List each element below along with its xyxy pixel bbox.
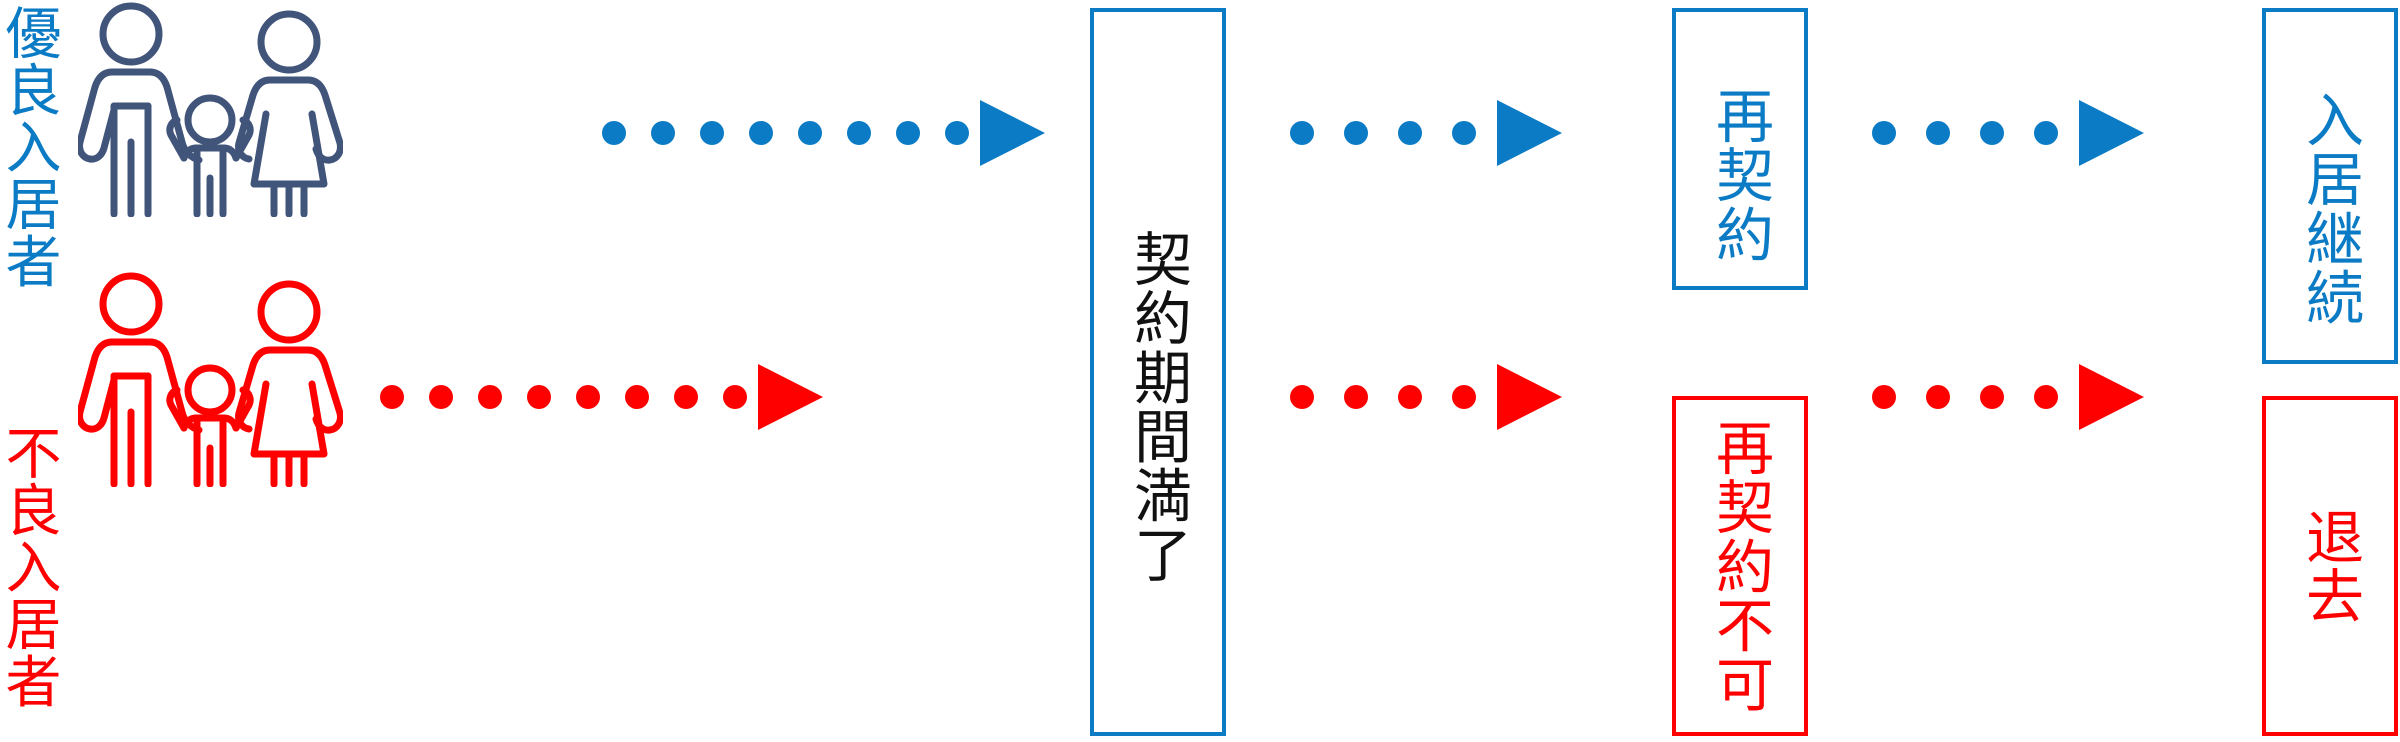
arrow-bad-to-contract-end bbox=[380, 362, 825, 432]
box-renewal-denied: 再契約不可 bbox=[1672, 396, 1808, 736]
family-of-three-icon-bad bbox=[76, 272, 344, 491]
dotted-arrow-icon bbox=[1872, 364, 2144, 430]
arrow-contract-end-to-no-renew bbox=[1290, 362, 1630, 432]
dotted-arrow-icon bbox=[1290, 364, 1562, 430]
arrow-renew-to-stay bbox=[1872, 98, 2212, 168]
box-contract-period-end-label: 契約期間満了 bbox=[1124, 228, 1192, 584]
dotted-arrow-icon bbox=[380, 364, 823, 430]
dotted-arrow-icon bbox=[1872, 100, 2144, 166]
row-label-bad-tenant: 不良入居者 bbox=[0, 424, 61, 724]
row-label-bad-tenant-text: 不良入居者 bbox=[0, 424, 61, 710]
arrow-contract-end-to-renew bbox=[1290, 98, 1630, 168]
box-move-out: 退去 bbox=[2262, 396, 2398, 736]
box-renewal-denied-label: 再契約不可 bbox=[1706, 418, 1774, 714]
box-renewal: 再契約 bbox=[1672, 8, 1808, 290]
dotted-arrow-icon bbox=[1290, 100, 1562, 166]
family-of-three-icon-good bbox=[76, 2, 344, 221]
arrow-good-to-contract-end bbox=[602, 98, 1047, 168]
box-continue-residency-label: 入居継続 bbox=[2296, 89, 2364, 327]
row-label-good-tenant: 優良入居者 bbox=[0, 4, 61, 304]
box-contract-period-end: 契約期間満了 bbox=[1090, 8, 1226, 736]
arrow-no-renew-to-leave bbox=[1872, 362, 2212, 432]
dotted-arrow-icon bbox=[602, 100, 1045, 166]
box-renewal-label: 再契約 bbox=[1706, 86, 1774, 264]
box-move-out-label: 退去 bbox=[2296, 506, 2364, 626]
row-label-good-tenant-text: 優良入居者 bbox=[0, 4, 61, 290]
box-continue-residency: 入居継続 bbox=[2262, 8, 2398, 364]
